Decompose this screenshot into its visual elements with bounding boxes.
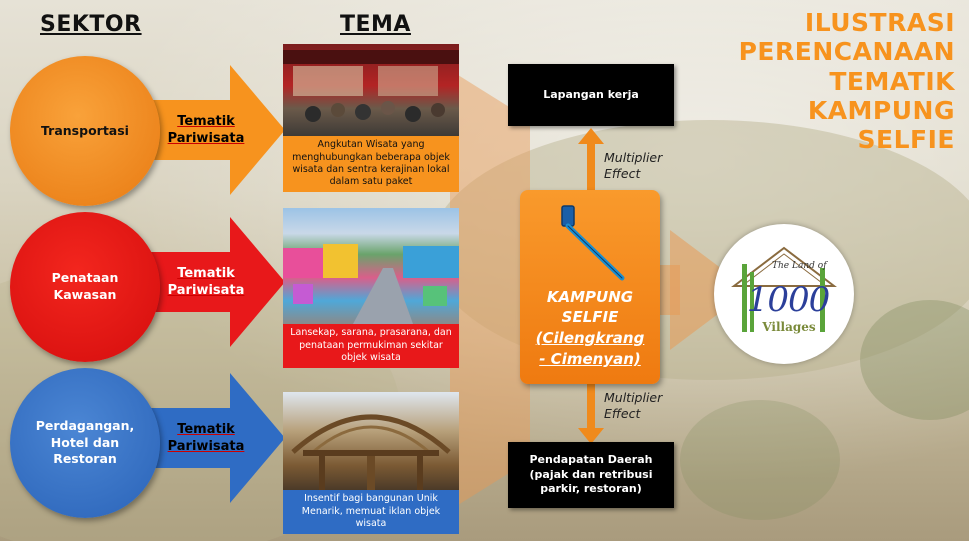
multiplier-line: Effect xyxy=(604,406,641,422)
row-2-arrow-label: Tematik Pariwisata xyxy=(158,266,254,300)
output-top-label: Lapangan kerja xyxy=(543,87,639,101)
sector-label: Transportasi xyxy=(41,122,129,138)
kampung-selfie-box: KAMPUNG SELFIE (Cilengkrang - Cimenyan) xyxy=(520,190,660,384)
title-line: SELFIE xyxy=(857,125,955,154)
arrow-label-line: Pariwisata xyxy=(167,282,245,298)
multiplier-line: Multiplier xyxy=(604,150,663,165)
logo-graphic xyxy=(731,246,837,332)
output-bottom-line: Pendapatan Daerah xyxy=(529,452,653,466)
sektor-header: SEKTOR xyxy=(40,12,142,37)
village-illustration xyxy=(283,244,459,324)
logo-the-land-of: The Land of xyxy=(772,261,827,272)
land-of-1000-villages-logo: The Land of 1000 Villages xyxy=(714,224,854,364)
row-2-arrow xyxy=(150,217,285,347)
output-pendapatan-daerah: Pendapatan Daerah (pajak dan retribusi p… xyxy=(508,442,674,508)
center-line-4: - Cimenyan) xyxy=(539,350,641,368)
output-bottom-line: (pajak dan retribusi xyxy=(529,467,653,481)
arrow-label-line: Pariwisata xyxy=(167,438,245,454)
arrow-label-line: Tematik xyxy=(177,266,235,281)
output-lapangan-kerja: Lapangan kerja xyxy=(508,64,674,126)
sector-circle-transportasi: Transportasi xyxy=(10,56,160,206)
background-hill xyxy=(430,120,969,380)
output-bottom-line: parkir, restoran) xyxy=(540,482,642,496)
arrow-label-line: Tematik xyxy=(177,114,235,129)
background-tree xyxy=(680,400,840,520)
background-tree xyxy=(860,300,969,420)
selfie-stick-icon xyxy=(561,205,625,281)
photo-colorful-village xyxy=(283,208,459,324)
title-line: PERENCANAAN xyxy=(738,37,955,67)
row-3-arrow-label: Tematik Pariwisata xyxy=(158,422,254,456)
arrow-up xyxy=(578,128,604,192)
caption-penataan-kawasan: Lansekap, sarana, prasarana, dan penataa… xyxy=(283,324,459,368)
arrow-label-line: Pariwisata xyxy=(167,130,245,146)
center-line-1: KAMPUNG xyxy=(546,288,634,306)
center-line-3: (Cilengkrang xyxy=(535,329,645,347)
photo-tourist-bus xyxy=(283,44,459,136)
tema-header: TEMA xyxy=(340,12,411,37)
multiplier-top: Multiplier Effect xyxy=(604,150,662,183)
row-1-arrow-label: Tematik Pariwisata xyxy=(158,114,254,148)
bus-illustration xyxy=(283,50,459,122)
caption-transportasi: Angkutan Wisata yang menghubungkan beber… xyxy=(283,136,459,192)
arrow-label-line: Tematik xyxy=(177,422,235,437)
multiplier-bottom: Multiplier Effect xyxy=(604,390,662,423)
caption-perdagangan: Insentif bagi bangunan Unik Menarik, mem… xyxy=(283,490,459,534)
title-line: ILUSTRASI xyxy=(804,8,955,37)
photo-bamboo-building xyxy=(283,392,459,490)
center-line-2: SELFIE xyxy=(561,308,619,326)
title-line: KAMPUNG xyxy=(807,95,955,125)
arrow-down xyxy=(578,384,604,444)
row-1-arrow xyxy=(150,65,285,195)
logo-word: Villages xyxy=(762,320,816,334)
building-illustration xyxy=(291,414,451,490)
multiplier-line: Multiplier xyxy=(604,390,663,405)
row-3-arrow xyxy=(150,373,285,503)
logo-text: Land of xyxy=(792,261,827,271)
funnel-arrow xyxy=(450,70,750,510)
logo-text: The xyxy=(772,261,790,271)
multiplier-line: Effect xyxy=(604,166,641,182)
logo-number: 1000 xyxy=(746,280,831,320)
slide-title: ILUSTRASI PERENCANAAN TEMATIK KAMPUNG SE… xyxy=(739,8,955,154)
title-line: TEMATIK xyxy=(829,66,955,96)
